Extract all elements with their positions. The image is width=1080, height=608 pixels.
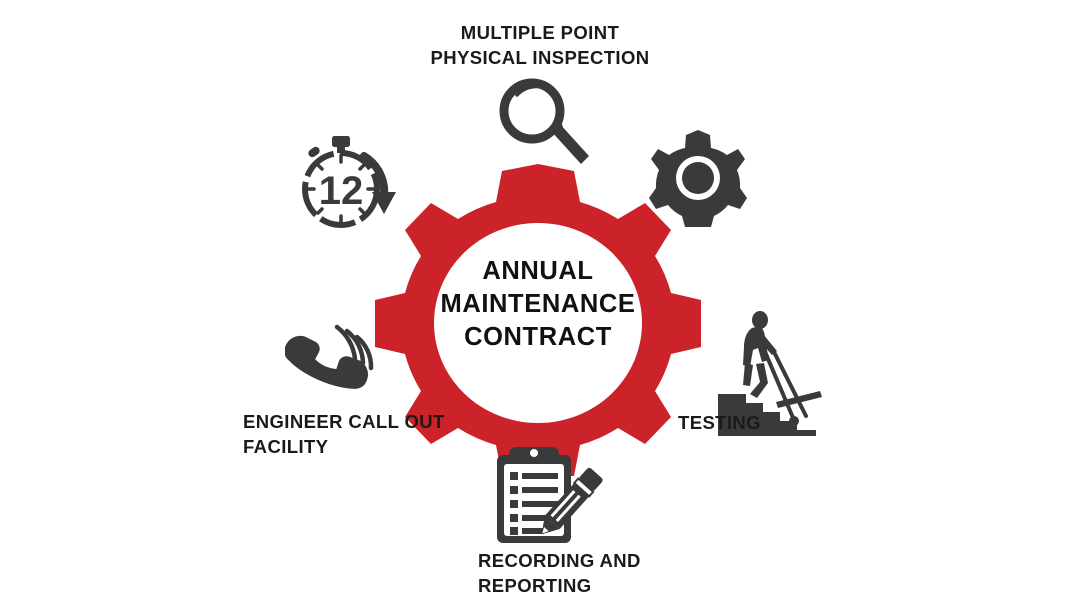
gear-body bbox=[375, 164, 701, 476]
label-engineer-call-out-facility: ENGINEER CALL OUT FACILITY bbox=[243, 411, 445, 457]
label-multiple-point-physical-inspection: MULTIPLE POINT PHYSICAL INSPECTION bbox=[430, 22, 650, 68]
svg-text:12: 12 bbox=[319, 169, 364, 213]
label-recording-and-reporting: RECORDING AND REPORTING bbox=[478, 550, 641, 596]
ringing-phone-icon bbox=[285, 315, 385, 407]
stopwatch-12-icon: 12 bbox=[296, 134, 406, 234]
cog-icon bbox=[648, 128, 748, 228]
magnifier-icon bbox=[489, 73, 599, 173]
label-testing: TESTING bbox=[678, 412, 761, 433]
clipboard-pencil-icon bbox=[489, 444, 604, 546]
central-gear bbox=[368, 158, 708, 488]
person-on-ramp-icon bbox=[716, 308, 826, 436]
gear-hub bbox=[434, 223, 642, 423]
